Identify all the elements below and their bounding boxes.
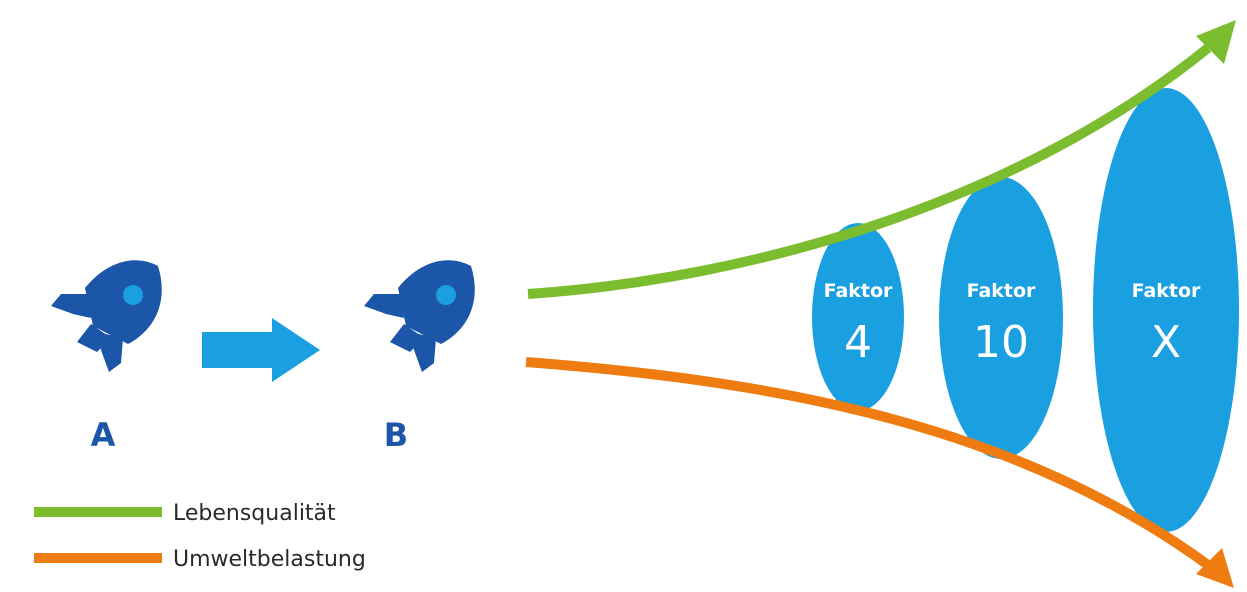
rocket-a-icon bbox=[51, 260, 162, 372]
factor-x-word: Faktor bbox=[1132, 280, 1201, 302]
factor-4-bubble: Faktor 4 bbox=[812, 223, 904, 411]
burden-arrowhead-icon bbox=[1196, 548, 1234, 588]
factor-4-value: 4 bbox=[844, 317, 872, 368]
factor-10-word: Faktor bbox=[967, 280, 1036, 302]
stage-b-label: B bbox=[384, 416, 408, 454]
factor-4-word: Faktor bbox=[824, 280, 893, 302]
factor-10-value: 10 bbox=[973, 317, 1029, 368]
legend-quality-swatch bbox=[34, 507, 162, 517]
rocket-a-window bbox=[123, 285, 143, 305]
rocket-b-window bbox=[436, 285, 456, 305]
legend-quality-label: Lebensqualität bbox=[173, 501, 336, 526]
factor-10-bubble: Faktor 10 bbox=[939, 177, 1063, 459]
arrow-right-icon bbox=[202, 318, 320, 382]
factor-x-value: X bbox=[1151, 317, 1181, 368]
quality-arrowhead-icon bbox=[1196, 20, 1236, 64]
legend-burden-swatch bbox=[34, 553, 162, 563]
burden-curve bbox=[525, 357, 1211, 570]
factor-x-bubble: Faktor X bbox=[1093, 88, 1239, 532]
stage-a-label: A bbox=[91, 416, 116, 454]
rocket-b-icon bbox=[364, 260, 475, 372]
legend-burden-label: Umweltbelastung bbox=[173, 547, 366, 572]
quality-curve bbox=[527, 44, 1212, 299]
